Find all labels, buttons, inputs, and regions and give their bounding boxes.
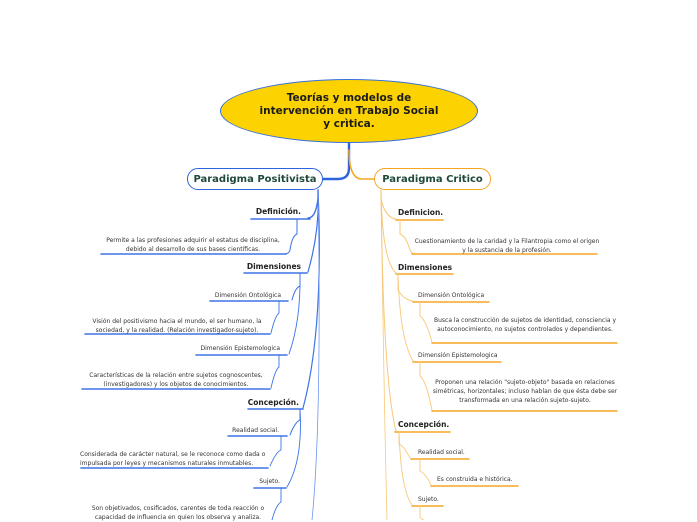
connector-right-ontologica — [397, 273, 414, 302]
right-realidad-text[interactable]: Es construida e histórica. — [437, 476, 513, 483]
left-ontologica-node[interactable]: Dimensión Ontológica — [214, 292, 281, 299]
connector-right-realidad-text — [419, 458, 432, 486]
connector-left-trunk — [311, 189, 320, 520]
connector-left-realidad — [289, 408, 301, 436]
right-ontologica-node[interactable]: Dimensión Ontológica — [418, 292, 485, 299]
left-ontologica-text[interactable]: Visión del positivismo hacia el mundo, e… — [92, 318, 262, 334]
right-definicion-node[interactable]: Definicion. — [398, 208, 444, 217]
connector-left-concepcion — [302, 189, 320, 409]
connector-left-definicion — [307, 189, 319, 219]
left-sujeto-text[interactable]: Son objetivados, cosificados, carentes d… — [91, 505, 265, 521]
connector-right-ontologica-text — [419, 301, 433, 343]
connector-right-concepcion — [380, 189, 397, 432]
connector-left-epistemologica-text — [270, 354, 280, 389]
left-sujeto-node[interactable]: Sujeto. — [259, 478, 280, 485]
topic-paradigma-critico[interactable]: Paradigma Critico — [374, 168, 491, 190]
topic-paradigma-positivista[interactable]: Paradigma Positivista — [187, 168, 323, 190]
right-concepcion-node[interactable]: Concepción. — [398, 420, 450, 429]
connector-root-left — [321, 141, 351, 181]
right-sujeto-node[interactable]: Sujeto. — [418, 496, 439, 503]
connector-left-ontologica — [291, 272, 301, 301]
left-dimensiones-node[interactable]: Dimensiones — [246, 262, 301, 271]
right-epistemologica-node[interactable]: Dimensión Epistemologica — [418, 352, 498, 359]
topic-label: Paradigma Critico — [382, 173, 483, 185]
left-realidad-text[interactable]: Considerada de carácter natural, se le r… — [80, 451, 266, 467]
connector-left-definicion-text — [283, 218, 298, 255]
connector-right-epistemologica — [397, 273, 414, 362]
connector-right-definicion-text — [399, 219, 416, 255]
left-definicion-text[interactable]: Permite a las profesiones adquirir el es… — [106, 237, 280, 253]
central-topic[interactable]: Teorías y modelos de intervención en Tra… — [220, 79, 478, 143]
connector-right-dimensiones — [380, 189, 397, 274]
connector-right-epistemologica-text — [419, 361, 433, 411]
left-epistemologica-text[interactable]: Características de la relación entre suj… — [89, 372, 263, 388]
right-definicion-text[interactable]: Cuestionamiento de la caridad y la Filan… — [414, 238, 600, 254]
right-epistemologica-text[interactable]: Proponen una relación "sujeto-objeto" ba… — [432, 379, 618, 404]
connector-left-epistemologica — [288, 272, 301, 355]
left-realidad-node[interactable]: Realidad social. — [232, 427, 279, 434]
central-topic-label: Teorías y modelos de intervención en Tra… — [259, 91, 439, 130]
left-concepcion-node[interactable]: Concepción. — [247, 398, 299, 407]
right-realidad-node[interactable]: Realidad social. — [418, 449, 465, 456]
left-definicion-node[interactable]: Definición. — [255, 207, 301, 216]
connector-left-ontologica-text — [270, 300, 280, 334]
connector-right-sujeto-text — [419, 505, 425, 520]
connector-right-trunk — [380, 189, 388, 520]
topic-label: Paradigma Positivista — [193, 173, 317, 185]
connector-right-realidad — [398, 431, 411, 459]
connector-left-dimensiones — [307, 189, 319, 273]
connector-left-realidad-text — [269, 435, 282, 467]
connector-left-sujeto — [286, 408, 301, 488]
connector-left-sujeto-text — [271, 487, 282, 520]
connector-root-right — [348, 149, 375, 180]
right-dimensiones-node[interactable]: Dimensiones — [398, 263, 453, 272]
right-ontologica-text[interactable]: Busca la construcción de sujetos de iden… — [433, 317, 617, 333]
left-epistemologica-node[interactable]: Dimensión Epistemologica — [200, 345, 280, 352]
connector-right-definicion — [380, 189, 397, 220]
connector-right-sujeto — [398, 431, 413, 506]
